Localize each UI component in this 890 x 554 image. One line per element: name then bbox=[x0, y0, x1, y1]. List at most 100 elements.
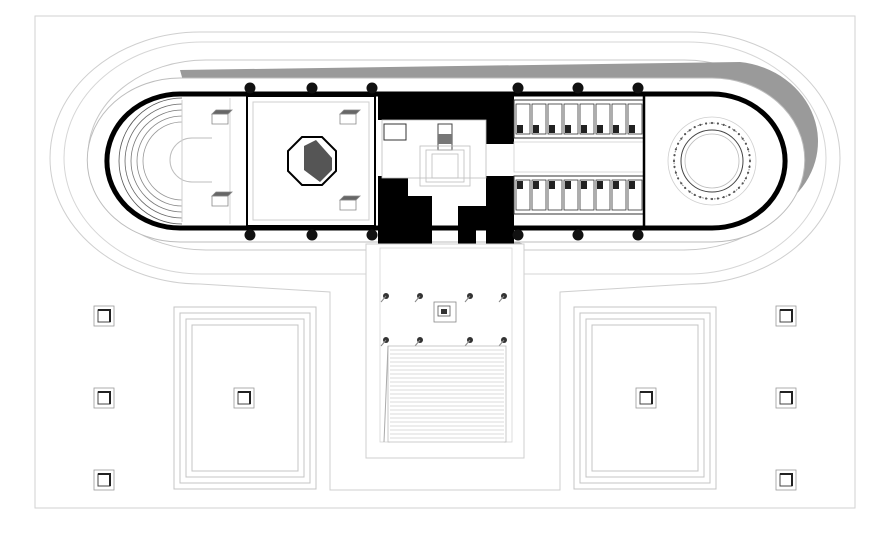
rotunda-column bbox=[680, 182, 683, 185]
entrance-staircase bbox=[383, 345, 507, 443]
central-court bbox=[381, 119, 487, 179]
column bbox=[306, 229, 318, 241]
rotunda-column bbox=[688, 190, 691, 193]
exterior-wall bbox=[104, 91, 788, 231]
octagon-shadow bbox=[304, 140, 332, 182]
cell-niche bbox=[629, 181, 635, 189]
column bbox=[632, 229, 644, 241]
rotunda-column bbox=[716, 197, 720, 200]
rotunda-column bbox=[748, 165, 751, 168]
cell-niche bbox=[517, 181, 523, 189]
east-corridor bbox=[513, 141, 645, 173]
rotunda-column bbox=[684, 133, 687, 136]
rotunda-column bbox=[674, 148, 678, 151]
pedestal bbox=[635, 387, 657, 409]
rotunda-column bbox=[728, 193, 731, 196]
rotunda-column bbox=[693, 193, 696, 196]
rotunda-column bbox=[705, 122, 708, 125]
rotunda-column bbox=[710, 197, 714, 201]
pedestal bbox=[93, 469, 115, 491]
cell-niche bbox=[613, 181, 619, 189]
rotunda-column bbox=[747, 171, 750, 174]
cell-niche bbox=[549, 181, 555, 189]
pedestal bbox=[233, 387, 255, 409]
column bbox=[572, 82, 584, 94]
rotunda-column bbox=[722, 123, 725, 126]
cell-row-north bbox=[515, 103, 643, 135]
column bbox=[632, 82, 644, 94]
rotunda-column bbox=[733, 190, 736, 193]
rotunda-column bbox=[728, 126, 731, 129]
column bbox=[572, 229, 584, 241]
cell-row-south bbox=[515, 179, 643, 211]
rotunda-column bbox=[710, 121, 714, 125]
rotunda-column bbox=[680, 137, 683, 140]
rotunda-column bbox=[677, 177, 680, 180]
rotunda-column bbox=[741, 137, 744, 140]
cell-niche bbox=[613, 125, 619, 133]
cell-niche bbox=[565, 181, 571, 189]
cell-niche bbox=[533, 181, 539, 189]
pedestal bbox=[775, 305, 797, 327]
pedestal bbox=[775, 469, 797, 491]
cell-niche bbox=[533, 125, 539, 133]
rotunda-column bbox=[744, 177, 748, 180]
east-sunken-garden bbox=[573, 306, 717, 490]
west-pier-blocks bbox=[211, 109, 233, 207]
rotunda-column bbox=[748, 154, 751, 157]
cell-niche bbox=[517, 125, 523, 133]
portico-plinth bbox=[433, 301, 457, 323]
rotunda-column bbox=[737, 133, 741, 136]
west-apse-auditorium bbox=[118, 97, 231, 225]
rotunda-column bbox=[722, 196, 725, 199]
cell-niche bbox=[565, 125, 571, 133]
rotunda-column bbox=[741, 182, 744, 185]
hall-pier-blocks bbox=[339, 109, 361, 211]
rotunda-column bbox=[699, 123, 702, 126]
column-shadow bbox=[464, 339, 471, 347]
rotunda-column bbox=[693, 126, 696, 129]
rotunda-column bbox=[674, 171, 678, 174]
building-shadow bbox=[180, 62, 818, 206]
cell-niche bbox=[629, 125, 635, 133]
column-shadow bbox=[380, 295, 387, 303]
column-shadow bbox=[498, 295, 505, 303]
rotunda-column bbox=[733, 129, 736, 132]
cell-niche bbox=[597, 125, 603, 133]
column-shadow bbox=[414, 295, 421, 303]
rotunda-column bbox=[684, 186, 687, 189]
rotunda-column bbox=[705, 197, 708, 200]
column bbox=[512, 82, 524, 94]
rotunda-column bbox=[673, 154, 676, 157]
pedestal bbox=[93, 305, 115, 327]
rotunda-column bbox=[748, 159, 752, 163]
column bbox=[306, 82, 318, 94]
column-shadow bbox=[414, 339, 421, 347]
landscape-ring-outer bbox=[49, 31, 841, 491]
rotunda-column bbox=[673, 165, 676, 168]
rotunda-column bbox=[747, 148, 750, 151]
column-shadow bbox=[380, 339, 387, 347]
rotunda-column bbox=[744, 142, 748, 145]
cell-niche bbox=[597, 181, 603, 189]
column bbox=[366, 82, 378, 94]
central-service-core bbox=[378, 96, 514, 244]
landscape-ring-inner bbox=[63, 41, 827, 275]
column bbox=[512, 229, 524, 241]
doorway-north bbox=[383, 123, 407, 141]
rotunda-column bbox=[677, 142, 680, 145]
garden-pedestals bbox=[93, 305, 797, 491]
column bbox=[366, 229, 378, 241]
column bbox=[244, 229, 256, 241]
rotunda-column bbox=[688, 129, 691, 132]
west-sunken-garden bbox=[173, 306, 317, 490]
stage-outline bbox=[169, 137, 212, 183]
rotunda-column bbox=[716, 122, 720, 125]
rotunda-column bbox=[737, 186, 741, 189]
rotunda-column bbox=[672, 159, 676, 163]
cell-niche bbox=[581, 181, 587, 189]
pedestal bbox=[93, 387, 115, 409]
portico-columns bbox=[380, 293, 507, 347]
